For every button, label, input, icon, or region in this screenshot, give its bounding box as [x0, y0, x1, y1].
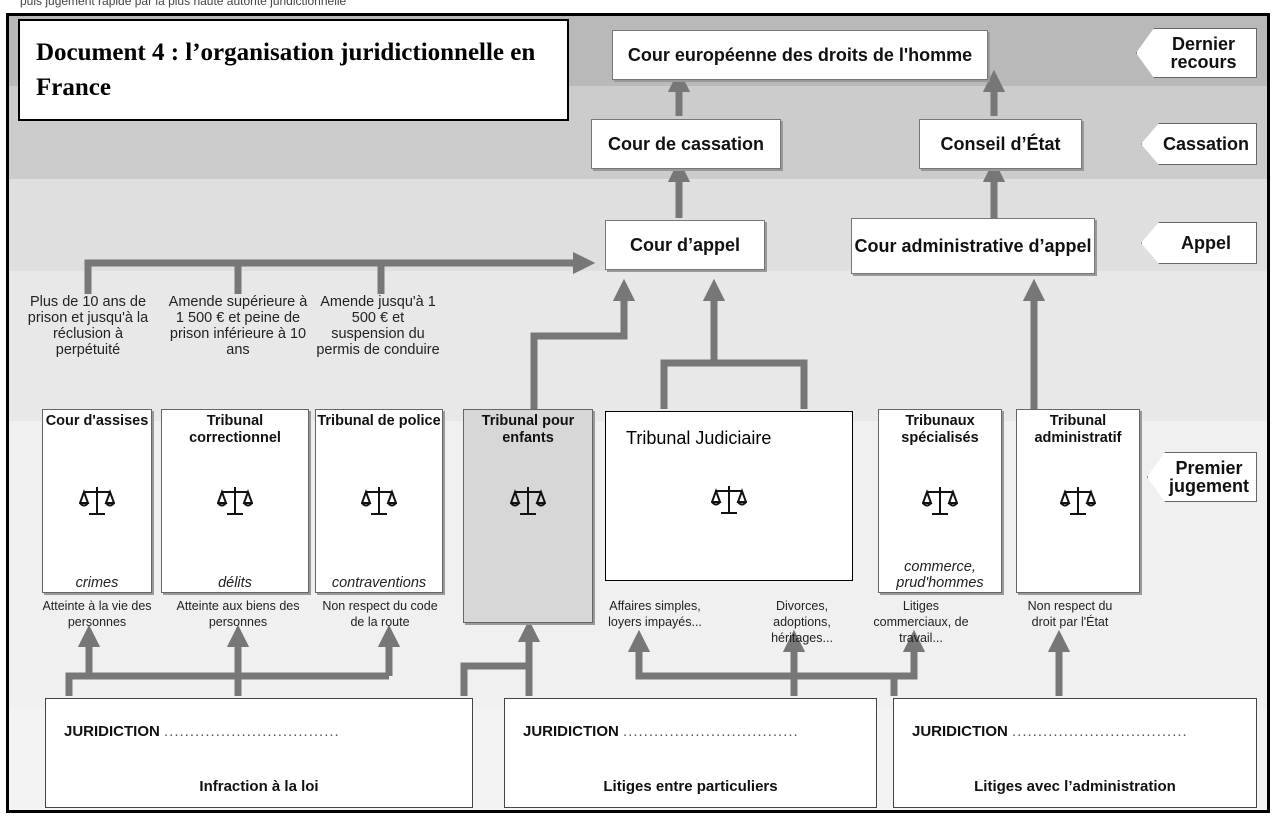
- court-administratif-name: Tribunal administratif: [1034, 413, 1122, 446]
- court-correctionnel: Tribunal correctionnel délits: [161, 409, 309, 593]
- top-clipped-text-label: puis jugement rapide par la plus haute a…: [20, 0, 347, 8]
- desc-administratif: Non respect du droit par l'État: [1027, 599, 1113, 629]
- jurisdiction-infraction: JURIDICTION ............................…: [45, 698, 473, 808]
- penalty-police: Amende jusqu'à 1 500 € et suspension du …: [316, 294, 440, 358]
- jurisdiction-administration-label: JURIDICTION ............................…: [912, 723, 1188, 740]
- court-specialises: Tribunaux spécialisés commerce, prud'hom…: [878, 409, 1002, 593]
- penalty-correctionnel: Amende supérieure à 1 500 € et peine de …: [168, 294, 308, 358]
- scales-icon: [1060, 487, 1096, 515]
- court-correctionnel-name: Tribunal correctionnel: [189, 413, 281, 446]
- scales-icon: [217, 487, 253, 515]
- level-appel: Appel: [1141, 222, 1257, 264]
- document-title: Document 4 : l’organisation juridictionn…: [18, 19, 569, 121]
- court-police-name: Tribunal de police: [317, 413, 441, 429]
- court-correctionnel-kind: délits: [218, 575, 252, 591]
- desc-specialises: Litiges commerciaux, de travail...: [873, 599, 969, 645]
- scales-icon: [510, 487, 546, 515]
- desc-assises: Atteinte à la vie des personnes: [42, 599, 152, 629]
- jurisdiction-particuliers-label: JURIDICTION ............................…: [523, 723, 799, 740]
- tribunal-judiciaire-box: Tribunal Judiciaire: [605, 411, 853, 581]
- scales-icon: [361, 487, 397, 515]
- level-cassation: Cassation: [1141, 123, 1257, 165]
- jurisdiction-administration: JURIDICTION ............................…: [893, 698, 1257, 808]
- jurisdiction-particuliers: JURIDICTION ............................…: [504, 698, 877, 808]
- jurisdiction-label: JURIDICTION: [64, 723, 160, 740]
- penalty-assises: Plus de 10 ans de prison et jusqu'à la r…: [27, 294, 149, 358]
- court-specialises-name: Tribunaux spécialisés: [901, 413, 979, 446]
- court-police-kind: contraventions: [331, 575, 427, 591]
- court-enfants: Tribunal pour enfants: [463, 409, 593, 623]
- jurisdiction-blank: ..................................: [1012, 723, 1188, 740]
- jurisdiction-administration-title: Litiges avec l’administration: [974, 778, 1176, 795]
- document-title-text: Document 4 : l’organisation juridictionn…: [36, 39, 536, 101]
- jurisdiction-blank: ..................................: [623, 723, 799, 740]
- scales-icon: [79, 487, 115, 515]
- line-infraction: [65, 672, 389, 696]
- arrow-enfants-to-appel: [530, 278, 636, 409]
- court-police: Tribunal de police contraventions: [315, 409, 443, 593]
- court-specialises-kind: commerce, prud'hommes: [896, 559, 984, 591]
- jurisdiction-label: JURIDICTION: [523, 723, 619, 740]
- band-penalties: [9, 271, 1267, 421]
- diagram-frame: Document 4 : l’organisation juridictionn…: [6, 13, 1270, 813]
- court-administratif: Tribunal administratif: [1016, 409, 1140, 593]
- cour-de-cassation-box: Cour de cassation: [591, 119, 781, 169]
- tribunal-judiciaire-label: Tribunal Judiciaire: [626, 428, 772, 448]
- level-dernier-recours: Dernier recours: [1136, 28, 1257, 78]
- cour-appel-box: Cour d’appel: [605, 220, 765, 270]
- conseil-etat-box: Conseil d’État: [919, 119, 1082, 169]
- arrows-layer: [65, 69, 1071, 696]
- court-assises-name: Cour d'assises: [45, 413, 149, 429]
- top-clipped-text: puis jugement rapide par la plus haute a…: [0, 0, 1278, 14]
- jurisdiction-infraction-label: JURIDICTION ............................…: [64, 723, 340, 740]
- jurisdiction-particuliers-title: Litiges entre particuliers: [603, 778, 778, 795]
- desc-judiciaire-b: Divorces, adoptions, héritages...: [771, 599, 833, 645]
- cour-administrative-appel-box: Cour administrative d’appel: [851, 218, 1095, 274]
- arrow-to-enfants: [460, 619, 541, 696]
- level-premier-jugement: Premier jugement: [1147, 452, 1257, 502]
- desc-judiciaire-a: Affaires simples, loyers impayés...: [608, 599, 702, 629]
- desc-police: Non respect du code de la route: [322, 599, 438, 629]
- jurisdiction-blank: ..................................: [164, 723, 340, 740]
- scales-icon: [711, 486, 747, 514]
- line-particuliers: [635, 646, 918, 680]
- jurisdiction-infraction-title: Infraction à la loi: [199, 778, 319, 795]
- court-assises-kind: crimes: [75, 575, 119, 591]
- scales-icon: [922, 487, 958, 515]
- court-assises: Cour d'assises crimes: [42, 409, 152, 593]
- line-judiciaire-split: [660, 359, 808, 409]
- jurisdiction-label: JURIDICTION: [912, 723, 1008, 740]
- arrow-penal-to-appel: [84, 251, 596, 294]
- cedh-box: Cour européenne des droits de l'homme: [612, 30, 988, 80]
- desc-correctionnel: Atteinte aux biens des personnes: [176, 599, 300, 629]
- court-enfants-name: Tribunal pour enfants: [481, 413, 575, 446]
